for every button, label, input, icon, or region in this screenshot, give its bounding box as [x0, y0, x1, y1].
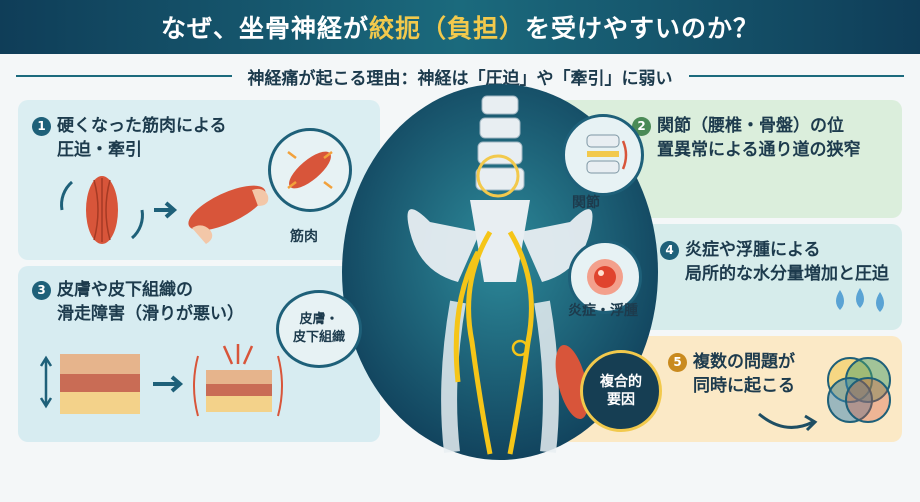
panel-muscle-line1: 硬くなった筋肉による [57, 116, 227, 136]
panel-skin-line1: 皮膚や皮下組織の [57, 280, 193, 300]
panel-inflammation-line1: 炎症や浮腫による [685, 240, 821, 260]
sacrum-icon [470, 200, 530, 282]
muscle-icon [287, 151, 333, 189]
label-muscle: 筋肉 [290, 229, 318, 245]
subtitle-rule-left [16, 75, 232, 77]
joint-bubble [562, 114, 644, 196]
panel-joint-line2: 置異常による通り道の狭窄 [657, 140, 861, 160]
label-joint: 関節 [572, 195, 600, 211]
panel-inflammation-title: 4 炎症や浮腫による 局所的な水分量増加と圧迫 [660, 238, 889, 286]
title-part-2: を受けやすいのか？ [525, 14, 760, 43]
inflammation-bubble [568, 240, 642, 314]
joint-highlight-circle [476, 154, 520, 198]
hand-icon [192, 188, 269, 244]
panel-number: 5 [668, 352, 687, 372]
label-complex: 複合的要因 [600, 373, 642, 409]
skin-bubble: 皮膚・皮下組織 [276, 290, 362, 368]
subtitle-rule-right [688, 75, 904, 77]
pressure-arrows-icon [222, 344, 254, 365]
muscle-bubble [268, 128, 352, 212]
title-highlight: 絞扼（負担） [368, 14, 525, 43]
complex-factor-bubble: 複合的要因 [580, 350, 662, 432]
label-inflammation: 炎症・浮腫 [568, 303, 638, 319]
compressed-skin-icon [206, 370, 272, 384]
header-banner: なぜ、坐骨神経が絞扼（負担）を受けやすいのか？ [0, 0, 920, 54]
panel-multiple-title: 5 複数の問題が 同時に起こる [668, 350, 795, 398]
spine-icon [475, 95, 525, 191]
water-drops-icon [836, 288, 884, 312]
venn-circles-icon [827, 357, 891, 423]
arrow-right-icon [153, 375, 184, 393]
panel-multiple-line2: 同時に起こる [693, 376, 795, 396]
panel-muscle-title: 1 硬くなった筋肉による 圧迫・牽引 [32, 114, 227, 162]
panel-number: 3 [32, 280, 51, 300]
skin-layer-icon [60, 354, 140, 374]
panel-joint-line1: 関節（腰椎・骨盤）の位 [657, 116, 844, 136]
panel-number: 4 [660, 240, 679, 260]
curved-arrow-icon [60, 180, 74, 211]
label-skin-line1: 皮膚・ [299, 312, 339, 327]
vertebra-icon [586, 134, 628, 174]
panel-muscle: 1 硬くなった筋肉による 圧迫・牽引 [18, 100, 380, 260]
label-complex-line1: 複合的 [600, 374, 642, 390]
title-part-1: なぜ、坐骨神経が [160, 14, 369, 43]
panel-skin-title: 3 皮膚や皮下組織の 滑走障害（滑りが悪い） [32, 278, 244, 326]
label-skin: 皮膚・皮下組織 [293, 311, 345, 347]
panel-muscle-line2: 圧迫・牽引 [57, 140, 142, 160]
panel-skin-line2: 滑走障害（滑りが悪い） [57, 304, 244, 324]
subtitle: 神経痛が起こる理由：神経は「圧迫」や「牽引」に弱い [247, 68, 673, 89]
skin-illustration [39, 344, 283, 417]
label-skin-line2: 皮下組織 [292, 330, 345, 345]
arrow-right-icon [154, 201, 178, 219]
label-complex-line2: 要因 [607, 392, 635, 408]
subtitle-row: 神経痛が起こる理由：神経は「圧迫」や「牽引」に弱い [0, 60, 920, 92]
page-title: なぜ、坐骨神経が絞扼（負担）を受けやすいのか？ [161, 9, 759, 45]
sciatic-nerve-icon [453, 230, 534, 455]
curved-arrow-icon [758, 412, 818, 432]
nerve-spot-icon [511, 339, 529, 357]
muscle-illustration [60, 176, 269, 244]
inflammation-icon [587, 259, 623, 295]
panel-inflammation-line2: 局所的な水分量増加と圧迫 [685, 264, 889, 284]
double-arrow-icon [39, 355, 53, 409]
stretched-muscle-icon [188, 185, 266, 231]
panel-number: 1 [32, 116, 51, 136]
panel-multiple-line1: 複数の問題が [693, 352, 795, 372]
curved-arrow-icon [130, 209, 144, 240]
pelvis-bone-icon [407, 209, 593, 282]
